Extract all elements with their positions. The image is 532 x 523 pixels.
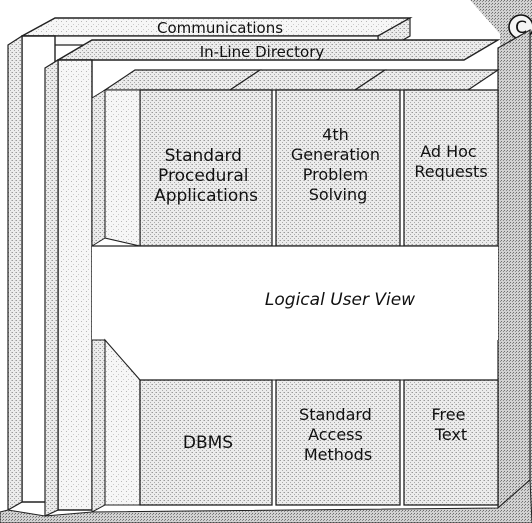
communications-label: Communications <box>157 19 283 37</box>
bottom-box-dbms-label: DBMS <box>183 433 233 453</box>
top-row-roofs <box>91 69 500 247</box>
bottom-box-free-text-label: Free Text <box>431 405 470 444</box>
cube-base <box>0 478 532 523</box>
logical-user-view-layer: Logical User View <box>92 245 498 340</box>
top-box-procedural: Standard Procedural Applications <box>104 89 273 247</box>
corner-symbol-label: C <box>515 18 527 38</box>
bottom-box-dbms: DBMS <box>139 379 273 506</box>
top-box-procedural-label: Standard Procedural Applications <box>154 146 258 206</box>
cube-right-face <box>497 28 531 510</box>
top-box-adhoc-label: Ad Hoc Requests <box>414 142 487 181</box>
bottom-box-access-methods: Standard Access Methods <box>275 379 401 506</box>
bottom-box-free-text: Free Text <box>403 379 499 506</box>
logical-user-view-label: Logical User View <box>265 290 415 310</box>
directory-label: In-Line Directory <box>200 43 325 61</box>
top-box-4gl-label: 4th Generation Problem Solving <box>291 125 385 204</box>
top-box-4gl: 4th Generation Problem Solving <box>275 89 401 247</box>
top-box-adhoc: Ad Hoc Requests <box>403 89 499 247</box>
bottom-box-access-methods-label: Standard Access Methods <box>299 405 377 464</box>
directory-layer: In-Line Directory <box>44 39 501 517</box>
